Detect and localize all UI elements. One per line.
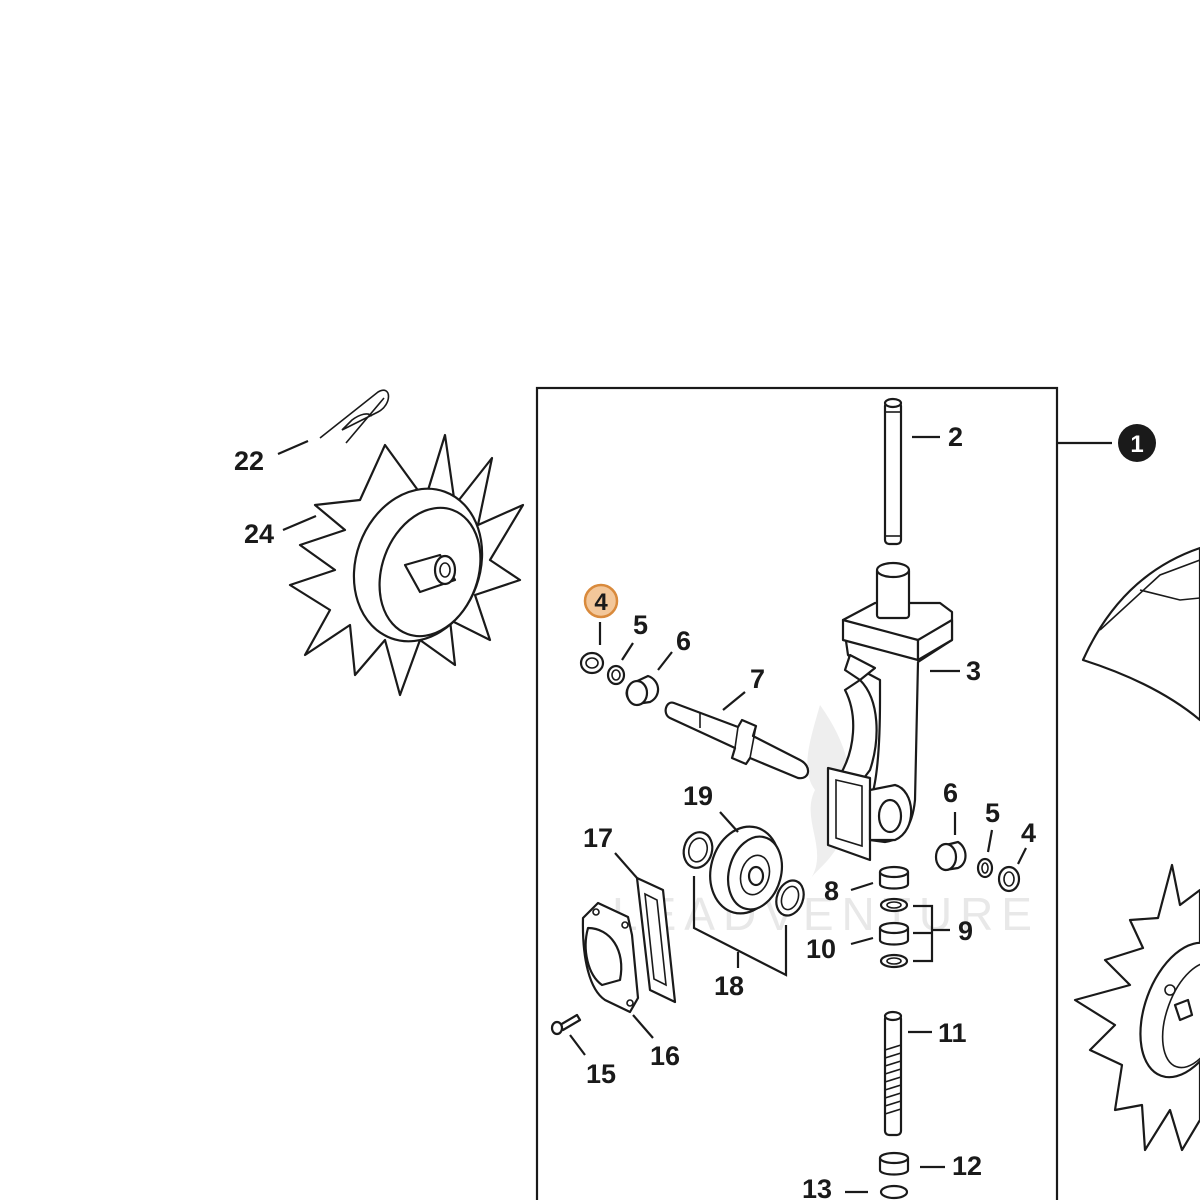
- leader-16: [632, 1014, 654, 1039]
- leader-7: [722, 691, 746, 711]
- part-bushing-6-left: [625, 674, 660, 707]
- leader-5-right: [986, 829, 994, 853]
- callout-3[interactable]: 3: [966, 656, 981, 686]
- callout-19[interactable]: 19: [683, 781, 713, 811]
- callout-8[interactable]: 8: [824, 876, 839, 906]
- callout-18[interactable]: 18: [714, 971, 744, 1001]
- callout-15[interactable]: 15: [586, 1059, 616, 1089]
- part-threaded-rod-11: [883, 1010, 903, 1137]
- bracket-18: [692, 876, 788, 977]
- leader-24: [282, 514, 317, 532]
- part-ring-5-left: [606, 664, 626, 686]
- callout-6-right[interactable]: 6: [943, 778, 958, 808]
- leader-4-right: [1017, 847, 1027, 865]
- part-bushing-6-right: [934, 840, 967, 872]
- svg-text:4: 4: [594, 589, 608, 616]
- part-seal-18-left: [682, 831, 714, 869]
- bracket-9: [913, 904, 950, 963]
- part-ring-5-right: [976, 857, 994, 879]
- leader-6-left: [657, 651, 673, 671]
- part-tine-wheel-left: [288, 433, 525, 697]
- assembly-badge[interactable]: 1: [1118, 424, 1156, 462]
- leader-17: [614, 852, 638, 879]
- callout-11[interactable]: 11: [938, 1018, 967, 1048]
- callout-4-right[interactable]: 4: [1021, 818, 1036, 848]
- leader-19: [719, 811, 739, 833]
- part-seal-18-right: [775, 879, 805, 917]
- part-pulley-19: [709, 825, 783, 915]
- part-pin-2: [883, 397, 903, 546]
- callout-10[interactable]: 10: [806, 934, 836, 964]
- leader-8: [850, 881, 874, 892]
- part-tine-wheel-right-partial: [1073, 863, 1200, 1152]
- svg-text:1: 1: [1130, 431, 1143, 458]
- callout-7[interactable]: 7: [750, 664, 765, 694]
- callout-22[interactable]: 22: [234, 446, 264, 476]
- watermark: LEADVENTURE: [612, 888, 1040, 940]
- part-nut-12-13: [878, 1151, 910, 1200]
- part-hood-partial: [1081, 546, 1200, 722]
- callout-5-left[interactable]: 5: [633, 610, 648, 640]
- part-cover-16: [581, 901, 640, 1014]
- part-ring-4-left: [579, 651, 605, 675]
- callout-24[interactable]: 24: [244, 519, 274, 549]
- part-screw-15: [550, 1013, 582, 1036]
- part-hairpin-clip: [319, 389, 390, 444]
- part-stack-8-10: [878, 865, 910, 969]
- callout-12[interactable]: 12: [952, 1151, 982, 1181]
- leader-5-left: [621, 642, 634, 661]
- leader-15: [569, 1034, 586, 1056]
- callout-5-right[interactable]: 5: [985, 798, 1000, 828]
- callout-6-left[interactable]: 6: [676, 626, 691, 656]
- part-gasket-17: [635, 876, 677, 1004]
- assembly-frame: [535, 386, 1059, 1200]
- callout-2[interactable]: 2: [948, 422, 963, 452]
- part-shaft-7: [664, 701, 810, 780]
- callout-17[interactable]: 17: [583, 823, 613, 853]
- part-housing-3: [826, 561, 954, 862]
- callout-9[interactable]: 9: [958, 916, 973, 946]
- highlighted-callout-4[interactable]: 4: [583, 583, 619, 619]
- leader-10: [850, 936, 874, 946]
- callout-13[interactable]: 13: [802, 1174, 832, 1200]
- part-ring-4-right: [997, 865, 1021, 893]
- leader-22: [277, 439, 309, 456]
- callout-16[interactable]: 16: [650, 1041, 680, 1071]
